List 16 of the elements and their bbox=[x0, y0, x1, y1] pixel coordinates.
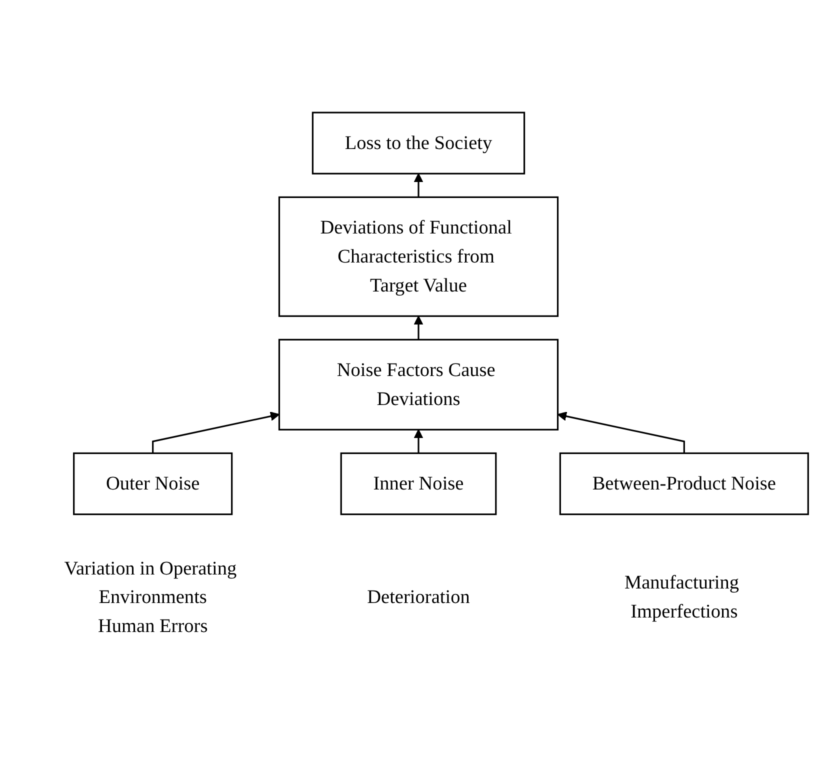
arrow bbox=[414, 316, 424, 340]
flowchart: Loss to the Society Deviations of Functional Characteristics from Target Value Noise Factors Cause Deviations Outer Noise Inner Noise Between-Product Noise Variation in Operating Environments Human Errors Deterioration Manufacturing Imperfections bbox=[5, 104, 832, 666]
node-box bbox=[340, 452, 497, 515]
node-label: Variation in Operating Environments bbox=[64, 556, 237, 608]
node-box bbox=[278, 196, 559, 317]
node-box bbox=[559, 452, 809, 515]
arrow bbox=[414, 173, 424, 198]
arrow bbox=[152, 411, 280, 454]
node-label: Human Errors bbox=[98, 614, 208, 636]
node-label: Deterioration bbox=[367, 586, 470, 608]
arrow bbox=[414, 429, 424, 454]
arrow bbox=[557, 411, 685, 454]
node-box bbox=[312, 112, 526, 174]
node-label: Manufacturing Imperfections bbox=[624, 571, 740, 622]
node-box bbox=[278, 338, 559, 430]
node-box bbox=[73, 452, 233, 515]
